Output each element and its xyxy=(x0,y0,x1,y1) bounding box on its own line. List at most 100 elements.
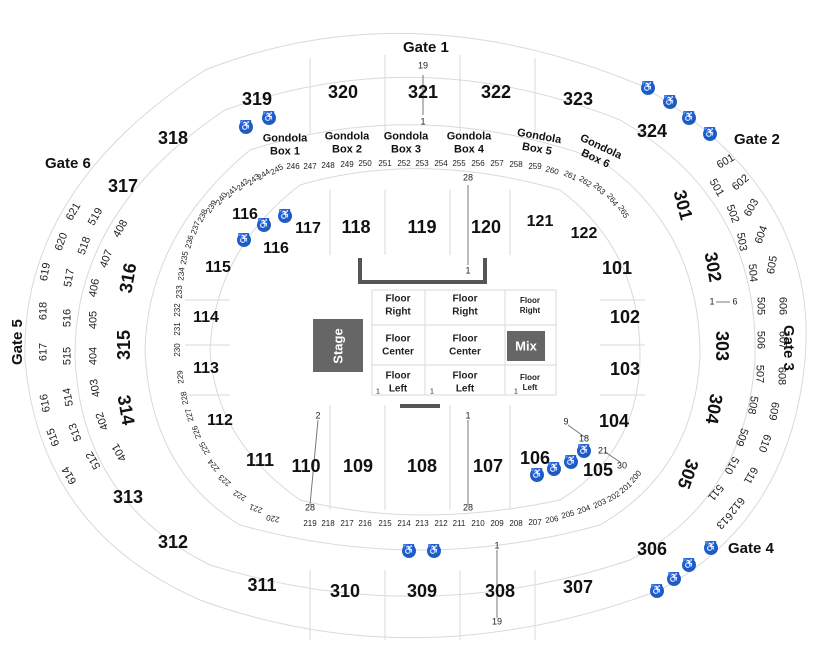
section-212[interactable]: 212 xyxy=(434,519,448,528)
section-312[interactable]: 312 xyxy=(157,532,189,552)
section-219[interactable]: 219 xyxy=(303,519,317,528)
section-251[interactable]: 251 xyxy=(378,159,392,168)
section-214[interactable]: 214 xyxy=(397,519,411,528)
section-107[interactable]: 107 xyxy=(472,456,504,476)
section-213[interactable]: 213 xyxy=(415,519,429,528)
section-304[interactable]: 304 xyxy=(701,392,727,426)
section-209[interactable]: 209 xyxy=(490,519,504,528)
section-110[interactable]: 110 xyxy=(291,456,321,476)
section-606[interactable]: 606 xyxy=(776,296,789,316)
section-217[interactable]: 217 xyxy=(340,519,354,528)
section-302[interactable]: 302 xyxy=(700,250,726,284)
section-216[interactable]: 216 xyxy=(358,519,372,528)
section-507[interactable]: 507 xyxy=(753,364,766,384)
section-121[interactable]: 121 xyxy=(526,213,554,230)
section-249[interactable]: 249 xyxy=(340,160,354,169)
section-215[interactable]: 215 xyxy=(378,519,392,528)
section-247[interactable]: 247 xyxy=(303,162,317,171)
section-508[interactable]: 508 xyxy=(744,395,760,416)
section-253[interactable]: 253 xyxy=(415,159,429,168)
section-315[interactable]: 315 xyxy=(114,329,134,361)
section-505[interactable]: 505 xyxy=(754,296,767,316)
section-246[interactable]: 246 xyxy=(286,162,300,171)
section-607[interactable]: 607 xyxy=(776,330,789,350)
section-609[interactable]: 609 xyxy=(765,401,781,422)
section-207[interactable]: 207 xyxy=(528,518,542,527)
section-323[interactable]: 323 xyxy=(562,89,594,109)
section-113[interactable]: 113 xyxy=(193,360,219,377)
section-306[interactable]: 306 xyxy=(636,539,668,559)
section-503[interactable]: 503 xyxy=(733,231,749,252)
section-310[interactable]: 310 xyxy=(329,581,361,601)
section-250[interactable]: 250 xyxy=(358,159,372,168)
section-120[interactable]: 120 xyxy=(470,217,502,237)
section-231[interactable]: 231 xyxy=(173,322,182,336)
section-233[interactable]: 233 xyxy=(175,285,184,299)
section-257[interactable]: 257 xyxy=(490,159,504,168)
section-114[interactable]: 114 xyxy=(193,309,219,326)
section-405[interactable]: 405 xyxy=(87,310,100,330)
section-232[interactable]: 232 xyxy=(173,303,182,317)
section-248[interactable]: 248 xyxy=(321,161,335,170)
section-208[interactable]: 208 xyxy=(509,519,523,528)
section-608[interactable]: 608 xyxy=(775,366,788,386)
section-229[interactable]: 229 xyxy=(175,369,186,385)
section-319[interactable]: 319 xyxy=(241,89,273,109)
section-258[interactable]: 258 xyxy=(509,160,523,169)
section-255[interactable]: 255 xyxy=(452,159,466,168)
section-111[interactable]: 111 xyxy=(245,450,275,470)
section-211[interactable]: 211 xyxy=(452,519,466,528)
section-322[interactable]: 322 xyxy=(480,82,512,102)
section-314[interactable]: 314 xyxy=(113,393,139,427)
section-311[interactable]: 311 xyxy=(247,575,277,595)
section-220[interactable]: 220 xyxy=(265,512,281,525)
section-320[interactable]: 320 xyxy=(327,82,359,102)
section-618[interactable]: 618 xyxy=(37,301,50,321)
section-307[interactable]: 307 xyxy=(562,577,594,597)
section-118[interactable]: 118 xyxy=(341,217,371,237)
section-256[interactable]: 256 xyxy=(471,159,485,168)
section-303[interactable]: 303 xyxy=(712,330,732,362)
section-617[interactable]: 617 xyxy=(37,342,50,362)
section-309[interactable]: 309 xyxy=(406,581,438,601)
section-321[interactable]: 321 xyxy=(407,82,439,102)
section-504[interactable]: 504 xyxy=(745,263,760,283)
section-230[interactable]: 230 xyxy=(173,343,182,357)
section-516[interactable]: 516 xyxy=(61,308,74,328)
section-122[interactable]: 122 xyxy=(570,225,598,242)
section-404[interactable]: 404 xyxy=(87,346,100,366)
section-316[interactable]: 316 xyxy=(115,261,141,295)
section-313[interactable]: 313 xyxy=(112,487,144,507)
section-259[interactable]: 259 xyxy=(528,162,542,171)
section-210[interactable]: 210 xyxy=(471,519,485,528)
section-218[interactable]: 218 xyxy=(321,519,335,528)
section-112[interactable]: 112 xyxy=(207,412,233,429)
section-116b[interactable]: 116 xyxy=(263,240,289,257)
section-108[interactable]: 108 xyxy=(406,456,438,476)
section-105[interactable]: 105 xyxy=(582,460,614,480)
section-318[interactable]: 318 xyxy=(157,128,189,148)
section-254[interactable]: 254 xyxy=(434,159,448,168)
section-102[interactable]: 102 xyxy=(609,307,641,327)
section-103[interactable]: 103 xyxy=(609,359,641,379)
section-252[interactable]: 252 xyxy=(397,159,411,168)
section-106[interactable]: 106 xyxy=(519,448,551,468)
section-506[interactable]: 506 xyxy=(754,330,767,350)
section-115[interactable]: 115 xyxy=(205,259,231,276)
section-119[interactable]: 119 xyxy=(407,217,437,237)
section-308[interactable]: 308 xyxy=(484,581,516,601)
section-324[interactable]: 324 xyxy=(636,121,668,141)
section-515[interactable]: 515 xyxy=(61,346,74,366)
section-116[interactable]: 116 xyxy=(232,206,258,223)
